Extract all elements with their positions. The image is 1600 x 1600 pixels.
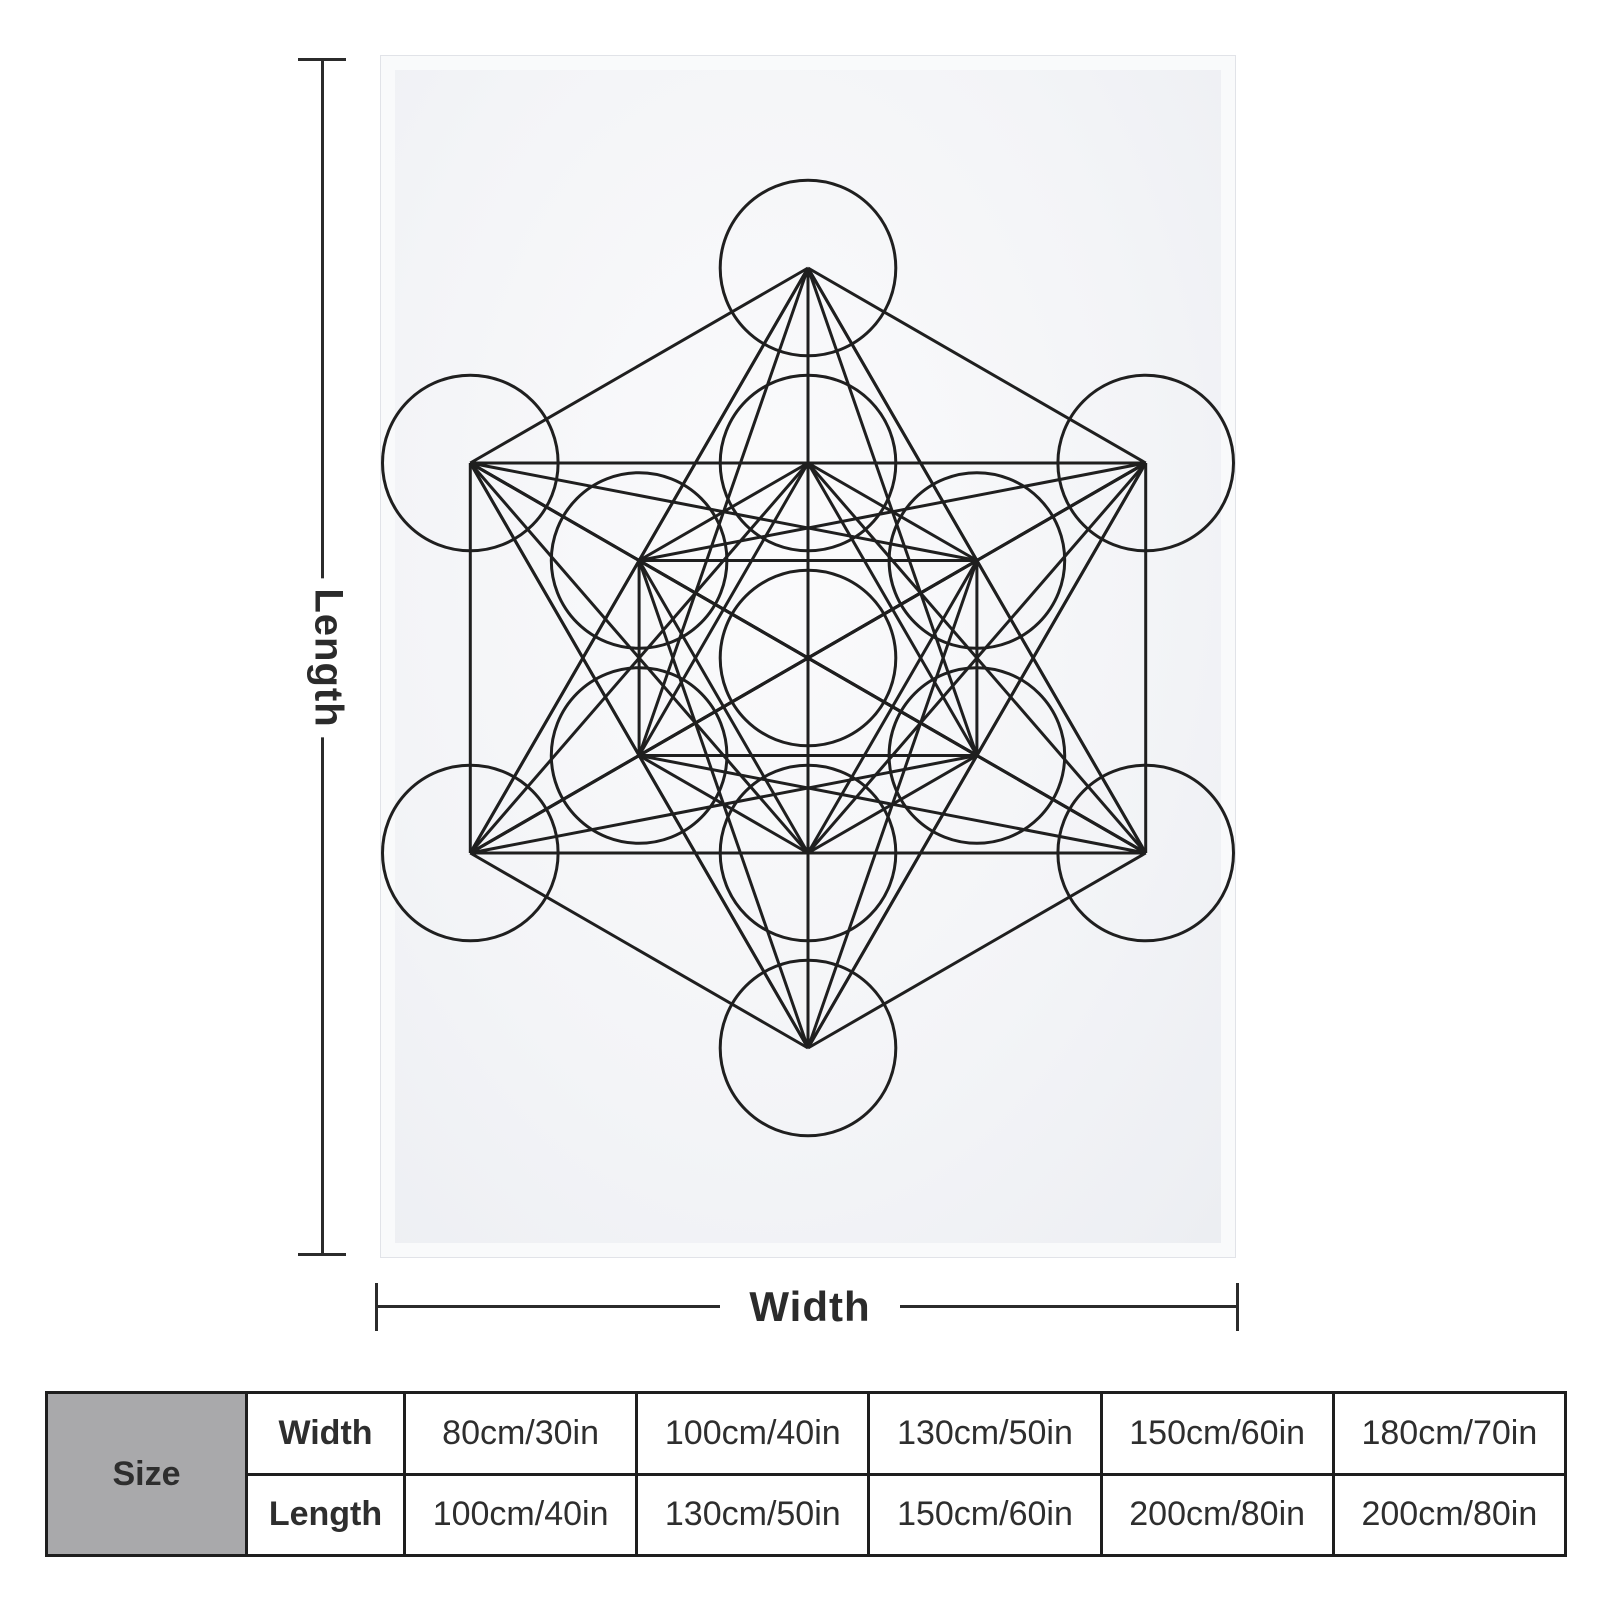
- size-row-width: Size Width 80cm/30in 100cm/40in 130cm/50…: [45, 1391, 1568, 1557]
- size-row-length: Length 100cm/40in 130cm/50in 150cm/60in …: [47, 1472, 1568, 1557]
- cube-line: [469, 266, 809, 465]
- table-cell: 200cm/80in: [1331, 1472, 1568, 1557]
- table-cell: 100cm/40in: [635, 1391, 871, 1476]
- table-cell: 130cm/50in: [867, 1391, 1103, 1476]
- size-table: Size Width 80cm/30in 100cm/40in 130cm/50…: [45, 1391, 1568, 1557]
- cube-line: [806, 462, 1147, 1049]
- length-dimension-bottom-tick: [298, 1253, 346, 1256]
- cube-line: [807, 266, 1147, 465]
- length-label-text: Length: [305, 578, 351, 738]
- table-cell: 180cm/70in: [1331, 1391, 1568, 1476]
- cube-line: [469, 461, 1147, 855]
- cube-line: [470, 754, 978, 855]
- table-cell: 100cm/40in: [402, 1472, 639, 1557]
- cube-line: [469, 851, 809, 1050]
- size-header: Size: [45, 1391, 248, 1557]
- cube-line: [470, 461, 978, 562]
- width-dimension-label: Width: [720, 1283, 900, 1331]
- table-cell: 200cm/80in: [1099, 1472, 1335, 1557]
- table-cell: 150cm/60in: [867, 1472, 1103, 1557]
- cube-line: [806, 560, 979, 1049]
- cube-line: [806, 267, 979, 756]
- table-cell: 130cm/50in: [635, 1472, 871, 1557]
- cube-line: [807, 851, 1147, 1050]
- table-cell: 150cm/60in: [1099, 1391, 1335, 1476]
- row-label-length: Length: [245, 1472, 406, 1557]
- cube-line: [469, 462, 810, 854]
- table-cell: 80cm/30in: [402, 1391, 639, 1476]
- width-dimension-right-tick: [1236, 1283, 1239, 1331]
- row-label-width: Width: [245, 1391, 406, 1476]
